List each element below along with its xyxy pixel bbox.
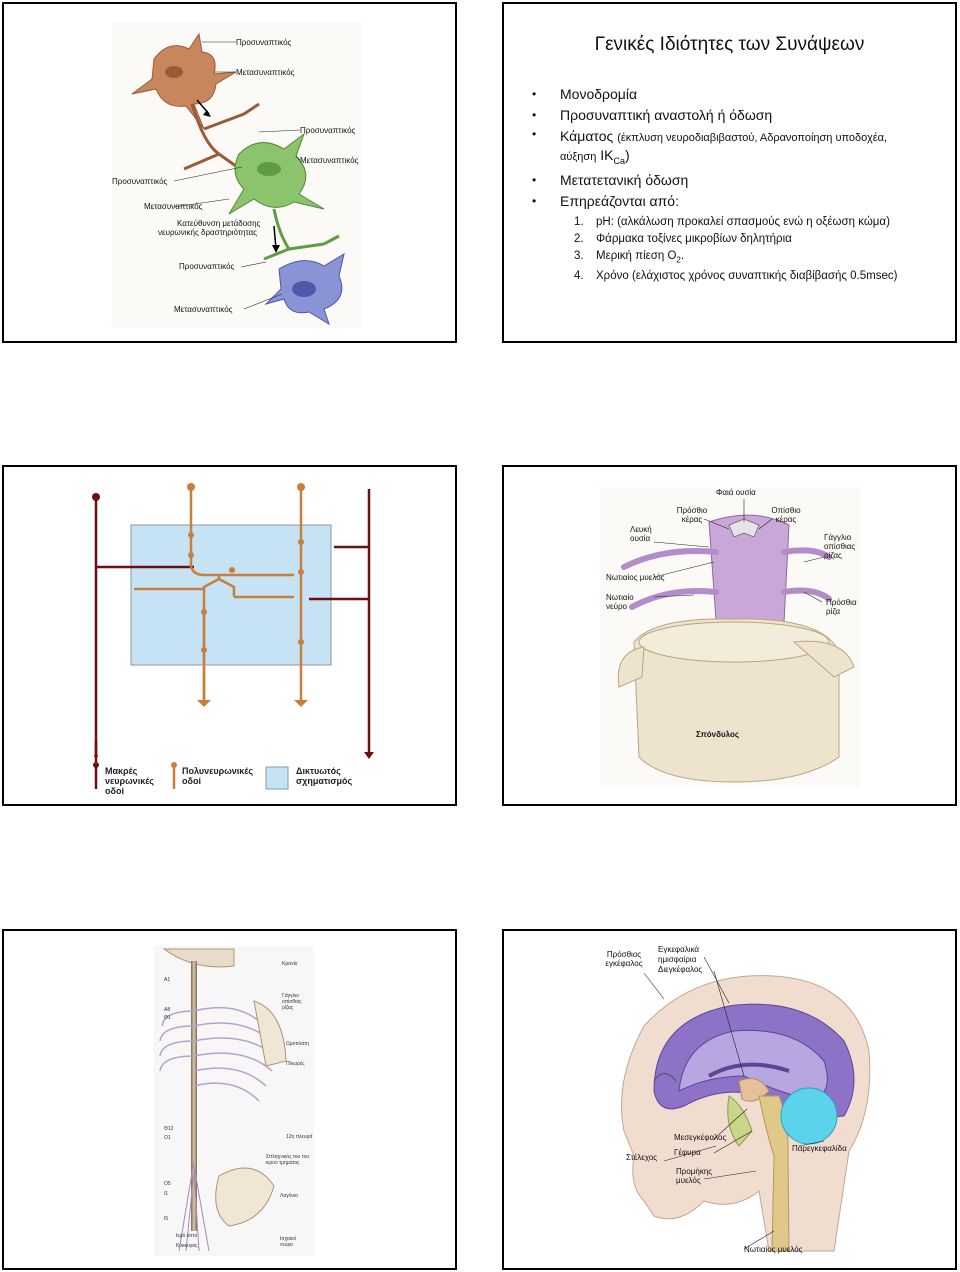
bullet-text: Προσυναπτική αναστολή ή όδωση (560, 107, 773, 123)
slide-spinal-column: A1 A8 Θ1 Θ12 Ο1 Ο5 Ι1 Ι5 Κρανίο Γάγγλιο … (2, 929, 457, 1270)
label-postsynaptic-mid: Μετασυναπτικός (300, 156, 359, 165)
label-presynaptic-bottom: Προσυναπτικός (179, 262, 235, 271)
bullet-presynaptic: Προσυναπτική αναστολή ή όδωση (532, 105, 945, 126)
label-postsynaptic-bottom: Μετασυναπτικός (174, 305, 233, 314)
bullet-text: Κάματος (560, 128, 614, 144)
label-diencephalon: Διεγκέφαλος (658, 965, 703, 974)
label-dorsal-root-ganglion: Γάγγλιο οπίσθιας ρίζας (824, 533, 856, 560)
tiny-rib12: 12η πλευρά (286, 1134, 313, 1140)
bullet-fatigue: Κάματος (έκπλυση νευροδιαβιβαστού, Αδραν… (532, 126, 945, 170)
brain-sagittal-illustration (621, 956, 871, 1252)
label-spinal-cord: Νωτιαίος μυελός (744, 1245, 803, 1254)
slide-pathways-diagram: Μακρές νευρωνικές οδοί Πολυνευρωνικές οδ… (2, 465, 457, 806)
tiny-cauda: Σπλαχνικός του του ιερού τμήματος (266, 1154, 310, 1166)
label-brainstem: Στέλεχος (626, 1153, 658, 1162)
item-number: 3. (574, 250, 584, 262)
tiny-i5: Ι5 (164, 1216, 169, 1222)
label-midbrain: Μεσεγκέφαλος (674, 1133, 727, 1142)
item-text: Χρόνο (ελάχιστος χρόνος συναπτικής διαβί… (596, 270, 898, 283)
item-text: pH: (αλκάλωση προκαλεί σπασμούς ενώ η οξ… (596, 216, 890, 228)
ik-symbol: IK (600, 147, 614, 163)
numbered-item: 3. Μερική πίεση O2. (574, 248, 951, 268)
slide-spinal-cord: Φαιά ουσία Πρόσθιο κέρας Οπίσθιο κέρας Λ… (502, 465, 957, 806)
pathways-diagram (92, 483, 374, 790)
ik-subscript: Ca (613, 155, 625, 166)
slide-title: Γενικές Ιδιότητες των Συνάψεων (594, 34, 865, 55)
bullet-detail: (έκπλυση νευροδιαβιβαστού, Αδρανοποίηση … (617, 132, 888, 144)
presynaptic-neuron-orange (131, 32, 237, 130)
tiny-sciatic: Ισχιακό νεύρο (280, 1236, 297, 1248)
label-spinal-cord: Νωτιαίος μυελός (606, 573, 665, 582)
label-presynaptic-mid: Προσυναπτικός (300, 126, 356, 135)
bullet-affected-by: Επηρεάζονται από: (532, 191, 945, 212)
tiny-i1: Ι1 (164, 1191, 169, 1197)
close-paren: ) (624, 147, 630, 163)
label-postsynaptic-top: Μετασυναπτικός (236, 68, 295, 77)
item-subscript: 2 (676, 255, 681, 265)
bullet-text: Επηρεάζονται από: (560, 192, 679, 209)
label-presynaptic-top: Προσυναπτικός (236, 38, 292, 47)
label-pons: Γέφυρα (674, 1148, 701, 1157)
numbered-item: 1. pH: (αλκάλωση προκαλεί σπασμούς ενώ η … (574, 214, 951, 231)
label-direction-line2: νευρωνικής δραστηριότητας (158, 228, 258, 237)
tiny-ilium: Λαγόνιο (280, 1193, 298, 1199)
label-posterior-horn: Οπίσθιο κέρας (771, 506, 801, 524)
legend-polyneuronal-pathways: Πολυνευρωνικές οδοί (182, 766, 254, 786)
slide-neuron-chain: Προσυναπτικός Μετασυναπτικός Προσυναπτικ… (2, 2, 457, 343)
tiny-a8: A8 (164, 1007, 171, 1013)
label-spinal-nerve: Νωτιαίο νεύρο (606, 593, 634, 611)
tiny-b12: Θ12 (164, 1126, 174, 1132)
bullet-text: Μονοδρομία (560, 86, 638, 102)
label-vertebra: Σπόνδυλος (696, 730, 740, 739)
spinal-cord-illustration (600, 487, 860, 787)
tiny-skull: Κρανίο (282, 961, 298, 967)
numbered-item: 2. Φάρμακα τοξίνες μικροβίων δηλητήρια (574, 231, 951, 248)
spinal-column-illustration (154, 946, 314, 1256)
slide-brain-sagittal: Πρόσθιος εγκέφαλος Εγκεφαλικά ημισφαίρια… (502, 929, 957, 1270)
bullet-unidirectional: Μονοδρομία (532, 84, 945, 105)
tiny-coccyx: Κόκκυγας (176, 1243, 198, 1249)
tiny-scapula: Ωμοπλάτη (286, 1041, 309, 1047)
label-direction-line1: Κατεύθυνση μετάδοσης (177, 219, 261, 228)
bullet-list: Μονοδρομία Προσυναπτική αναστολή ή όδωση… (532, 84, 945, 212)
numbered-item: 4. Χρόνο (ελάχιστος χρόνος συναπτικής δια… (574, 268, 951, 285)
item-text: Φάρμακα τοξίνες μικροβίων δηλητήρια (596, 233, 792, 245)
label-forebrain: Πρόσθιος εγκέφαλος (605, 950, 643, 968)
item-number: 2. (574, 233, 584, 245)
numbered-list: 1. pH: (αλκάλωση προκαλεί σπασμούς ενώ η … (574, 214, 951, 285)
label-white-matter: Λευκή ουσία (630, 525, 652, 543)
label-medulla-1: Προμήκης (676, 1167, 713, 1176)
item-text: Μερική πίεση O (596, 250, 677, 262)
vertebra (617, 618, 855, 783)
slide-synapse-properties: Γενικές Ιδιότητες των Συνάψεων Μονοδρομί… (502, 2, 957, 343)
neuron-chain-illustration (112, 22, 362, 328)
tiny-a1: A1 (164, 977, 171, 983)
label-cerebral-2: ημισφαίρια (658, 955, 697, 964)
legend-long-pathways: Μακρές νευρωνικές οδοί (105, 766, 154, 796)
label-postsynaptic-left: Μετασυναπτικός (144, 202, 203, 211)
bullet-text: Μετατετανική όδωση (560, 171, 689, 188)
bullet-post-tetanic: Μετατετανική όδωση (532, 170, 945, 191)
bullet-detail-2: αύξηση (560, 151, 597, 163)
label-presynaptic-left: Προσυναπτικός (112, 177, 168, 186)
tiny-o5: Ο5 (164, 1181, 171, 1187)
item-number: 4. (574, 270, 584, 283)
label-cerebral-1: Εγκεφαλικά (658, 945, 700, 954)
tiny-b1: Θ1 (164, 1015, 171, 1021)
tiny-sacral: Ιερό οστό (176, 1233, 198, 1239)
tiny-ribs: Πλευρές (286, 1061, 305, 1067)
item-tail: . (680, 250, 685, 262)
label-anterior-horn: Πρόσθιο κέρας (676, 506, 708, 524)
reticular-formation-box (130, 524, 332, 666)
item-number: 1. (574, 216, 584, 228)
label-cerebellum: Παρεγκεφαλίδα (792, 1144, 847, 1153)
legend-reticular-formation: Δικτυωτός σχηματισμός (296, 766, 353, 786)
tiny-o1: Ο1 (164, 1135, 171, 1141)
label-medulla-2: μυελός (676, 1176, 701, 1185)
label-anterior-root: Πρόσθια ρίζα (826, 598, 857, 616)
tiny-ganglion: Γάγγλιο οπίσθιας ρίζας (282, 993, 302, 1011)
label-grey-matter: Φαιά ουσία (716, 488, 756, 497)
